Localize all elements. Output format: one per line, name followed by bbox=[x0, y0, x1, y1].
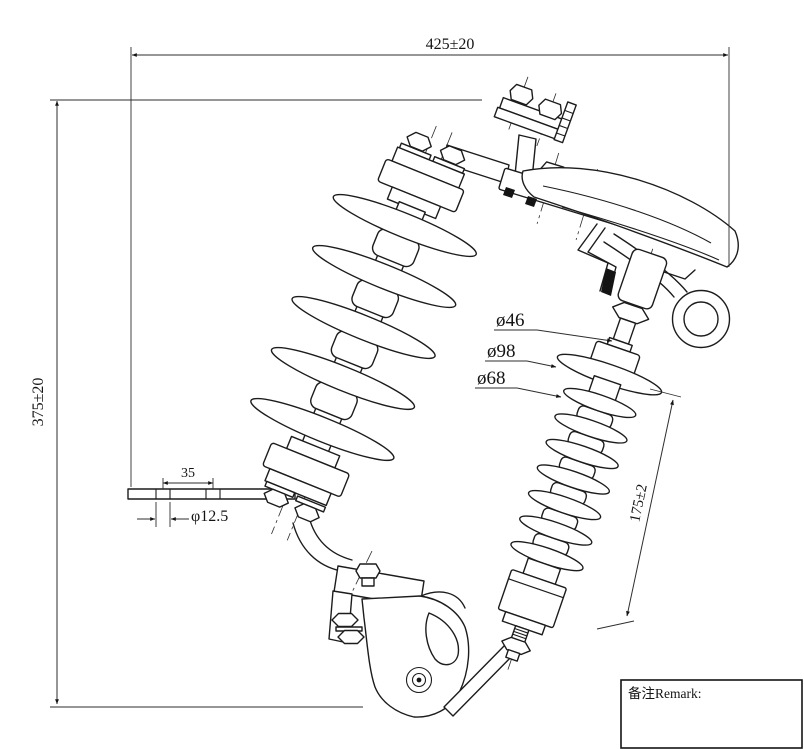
fuse-insulator bbox=[250, 125, 478, 541]
surge-arrester bbox=[497, 248, 668, 672]
remark-box: 备注Remark: bbox=[620, 679, 803, 749]
remark-label: 备注Remark: bbox=[628, 685, 702, 701]
label-flange-diameter: ø98 bbox=[485, 341, 557, 368]
dim-arrester-length: 175±2 bbox=[596, 388, 682, 630]
dim-overall-width-text: 425±20 bbox=[426, 36, 475, 53]
arrester-hanger-bracket bbox=[577, 223, 617, 296]
label-stud-diameter: ø46 bbox=[494, 310, 613, 343]
mounting-bracket-plate bbox=[127, 488, 296, 500]
dim-overall-height: 375±20 bbox=[30, 99, 482, 708]
bolt-tip bbox=[503, 187, 515, 198]
dim-hole-diameter: φ12.5 bbox=[137, 502, 228, 527]
top-bolt-cluster bbox=[493, 76, 577, 147]
dim-overall-height-text: 375±20 bbox=[30, 378, 47, 427]
label-shed-diameter: ø68 bbox=[475, 368, 562, 398]
dim-hole-spacing-text: 35 bbox=[181, 466, 195, 481]
lower-hinge-housing bbox=[361, 591, 470, 718]
dim-overall-width: 425±20 bbox=[130, 36, 730, 487]
dim-arrester-length-text: 175±2 bbox=[627, 483, 651, 524]
stud-diameter-text: ø46 bbox=[496, 310, 525, 331]
flange-diameter-text: ø98 bbox=[487, 341, 516, 362]
pull-ring-hook bbox=[603, 233, 731, 349]
dim-hole-diameter-text: φ12.5 bbox=[191, 508, 228, 525]
bird-guard-cover bbox=[521, 167, 739, 280]
bolt-tip bbox=[525, 196, 537, 207]
shed-diameter-text: ø68 bbox=[477, 368, 506, 389]
dim-hole-spacing: 35 bbox=[162, 466, 214, 489]
